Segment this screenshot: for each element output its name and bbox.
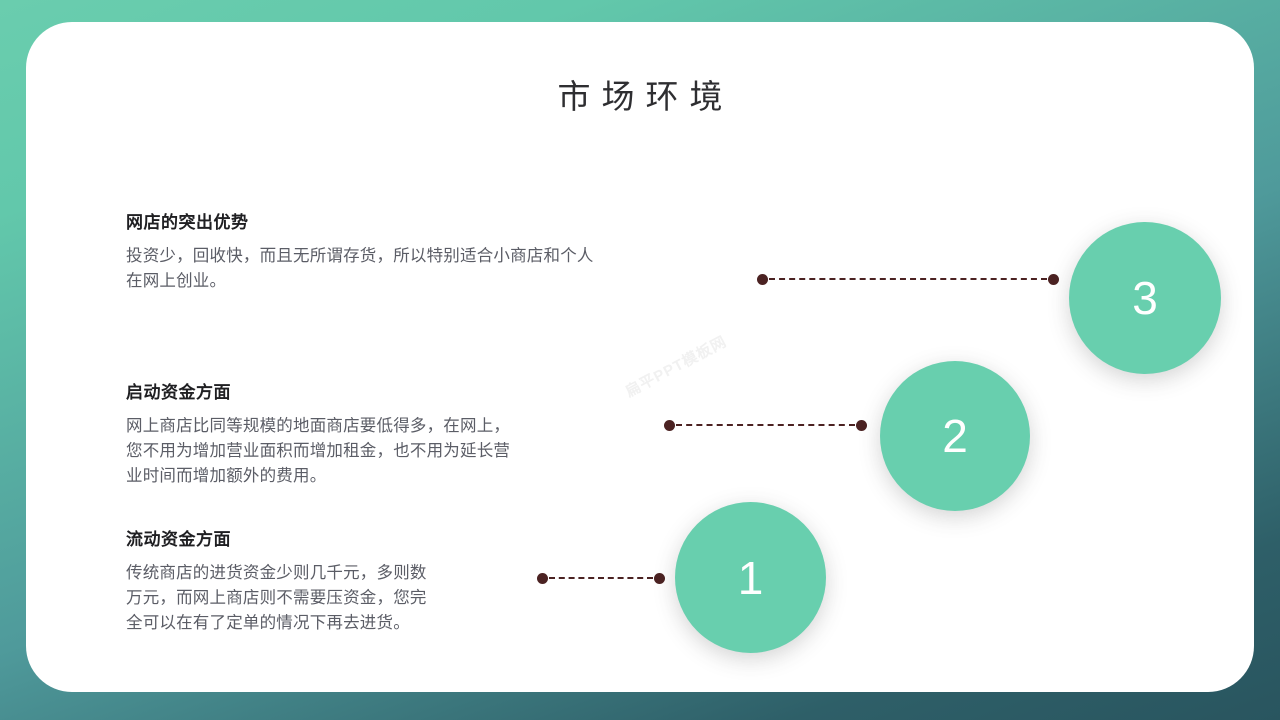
block-body-line: 业时间而增加额外的费用。 [126,467,327,486]
number-badge-1: 1 [675,502,826,653]
block-heading-1: 流动资金方面 [126,530,231,549]
block-body-1: 传统商店的进货资金少则几千元，多则数 万元，而网上商店则不需要压资金，您完 全可… [126,561,546,636]
block-body-line: 您不用为增加营业面积而增加租金，也不用为延长营 [126,442,511,461]
connector-line-2 [664,419,867,431]
content-block-3: 网店的突出优势 投资少，回收快，而且无所谓存货，所以特别适合小商店和个人 在网上… [126,208,746,294]
connector-dash-icon [676,424,855,426]
block-body-line: 网上商店比同等规模的地面商店要低得多，在网上， [126,417,511,435]
block-body-2: 网上商店比同等规模的地面商店要低得多，在网上， 您不用为增加营业面积而增加租金，… [126,414,646,489]
block-body-line: 万元，而网上商店则不需要压资金，您完 [126,589,427,608]
content-block-2: 启动资金方面 网上商店比同等规模的地面商店要低得多，在网上， 您不用为增加营业面… [126,378,646,489]
block-heading-3: 网店的突出优势 [126,213,249,232]
page-title: 市场环境 [557,78,734,115]
connector-line-1 [537,572,665,584]
connector-dot-end-icon [856,419,867,431]
block-body-line: 在网上创业。 [126,272,227,291]
block-body-line: 全可以在有了定单的情况下再去进货。 [126,614,410,633]
connector-dash-icon [769,278,1047,280]
connector-dash-icon [549,577,653,579]
connector-dot-start-icon [537,572,548,584]
slide-white-card: 市场环境 扁平PPT模板网 网店的突出优势 投资少，回收快，而且无所谓存货，所以… [26,22,1254,692]
connector-line-3 [757,273,1059,285]
connector-dot-end-icon [1048,273,1059,285]
block-body-line: 投资少，回收快，而且无所谓存货，所以特别适合小商店和个人 [126,247,594,265]
connector-dot-end-icon [654,572,665,584]
number-badge-3: 3 [1069,222,1221,374]
number-badge-2: 2 [880,361,1030,511]
block-body-3: 投资少，回收快，而且无所谓存货，所以特别适合小商店和个人 在网上创业。 [126,244,746,294]
connector-dot-start-icon [757,273,768,285]
block-heading-2: 启动资金方面 [126,383,231,402]
block-body-line: 传统商店的进货资金少则几千元，多则数 [126,564,427,582]
connector-dot-start-icon [664,419,675,431]
content-block-1: 流动资金方面 传统商店的进货资金少则几千元，多则数 万元，而网上商店则不需要压资… [126,525,546,636]
